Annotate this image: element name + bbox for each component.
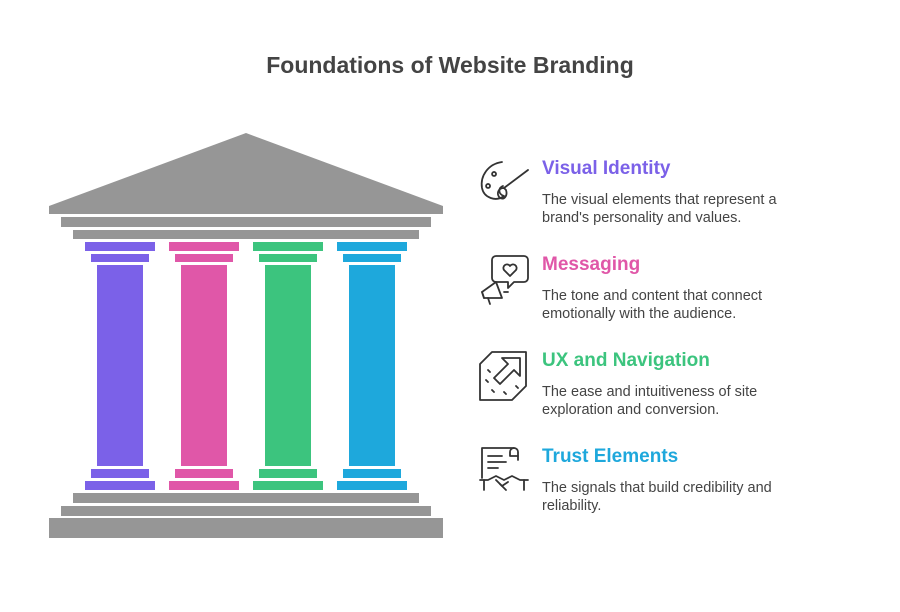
- pillar-1-capital: [85, 242, 155, 251]
- pillar-2-capital-neck: [175, 254, 233, 262]
- palette-brush-icon: [480, 161, 529, 200]
- pillar-3-shaft: [265, 265, 311, 466]
- page-title: Foundations of Website Branding: [266, 52, 634, 78]
- pillar-4-shaft: [349, 265, 395, 466]
- temple-base-step-1: [73, 493, 419, 503]
- pillar-2: [169, 242, 239, 490]
- contract-handshake-icon: [479, 447, 529, 491]
- pillar-1-capital-neck: [91, 254, 149, 262]
- pillar-2-base: [169, 481, 239, 490]
- pillar-3-base: [253, 481, 323, 490]
- pillar-item-description: The ease and intuitiveness of site explo…: [542, 384, 758, 418]
- pillar-item-description: The signals that build credibility and r…: [542, 480, 772, 514]
- pillar-item-description: The visual elements that represent a bra…: [542, 192, 777, 226]
- pillar-2-base-neck: [175, 469, 233, 478]
- megaphone-heart-icon: [481, 255, 529, 305]
- pillar-3-capital: [253, 242, 323, 251]
- pillar-3-capital-neck: [259, 254, 317, 262]
- temple-roof-step-1: [61, 217, 431, 227]
- pillar-4-capital: [337, 242, 407, 251]
- temple-roof: [49, 133, 443, 214]
- pillar-3-base-neck: [259, 469, 317, 478]
- pillar-2-shaft: [181, 265, 227, 466]
- pillar-3: [253, 242, 323, 490]
- pillar-1-base: [85, 481, 155, 490]
- pillar-1-shaft: [97, 265, 143, 466]
- navigation-arrow-icon: [479, 351, 527, 401]
- pillar-4: [337, 242, 407, 490]
- temple-base-step-2: [61, 506, 431, 516]
- pillar-item-description: The tone and content that connect emotio…: [542, 288, 763, 322]
- pillar-item-title: Trust Elements: [542, 446, 679, 467]
- temple-roof-step-2: [73, 230, 419, 239]
- temple-diagram: [49, 133, 443, 538]
- pillar-1-base-neck: [91, 469, 149, 478]
- pillar-item-title: UX and Navigation: [542, 350, 710, 371]
- pillar-1: [85, 242, 155, 490]
- pillar-4-base: [337, 481, 407, 490]
- pillar-item-title: Messaging: [542, 254, 641, 275]
- pillar-item-title: Visual Identity: [542, 158, 671, 179]
- pillar-4-base-neck: [343, 469, 401, 478]
- pillar-4-capital-neck: [343, 254, 401, 262]
- pillar-2-capital: [169, 242, 239, 251]
- temple-base-step-3: [49, 518, 443, 538]
